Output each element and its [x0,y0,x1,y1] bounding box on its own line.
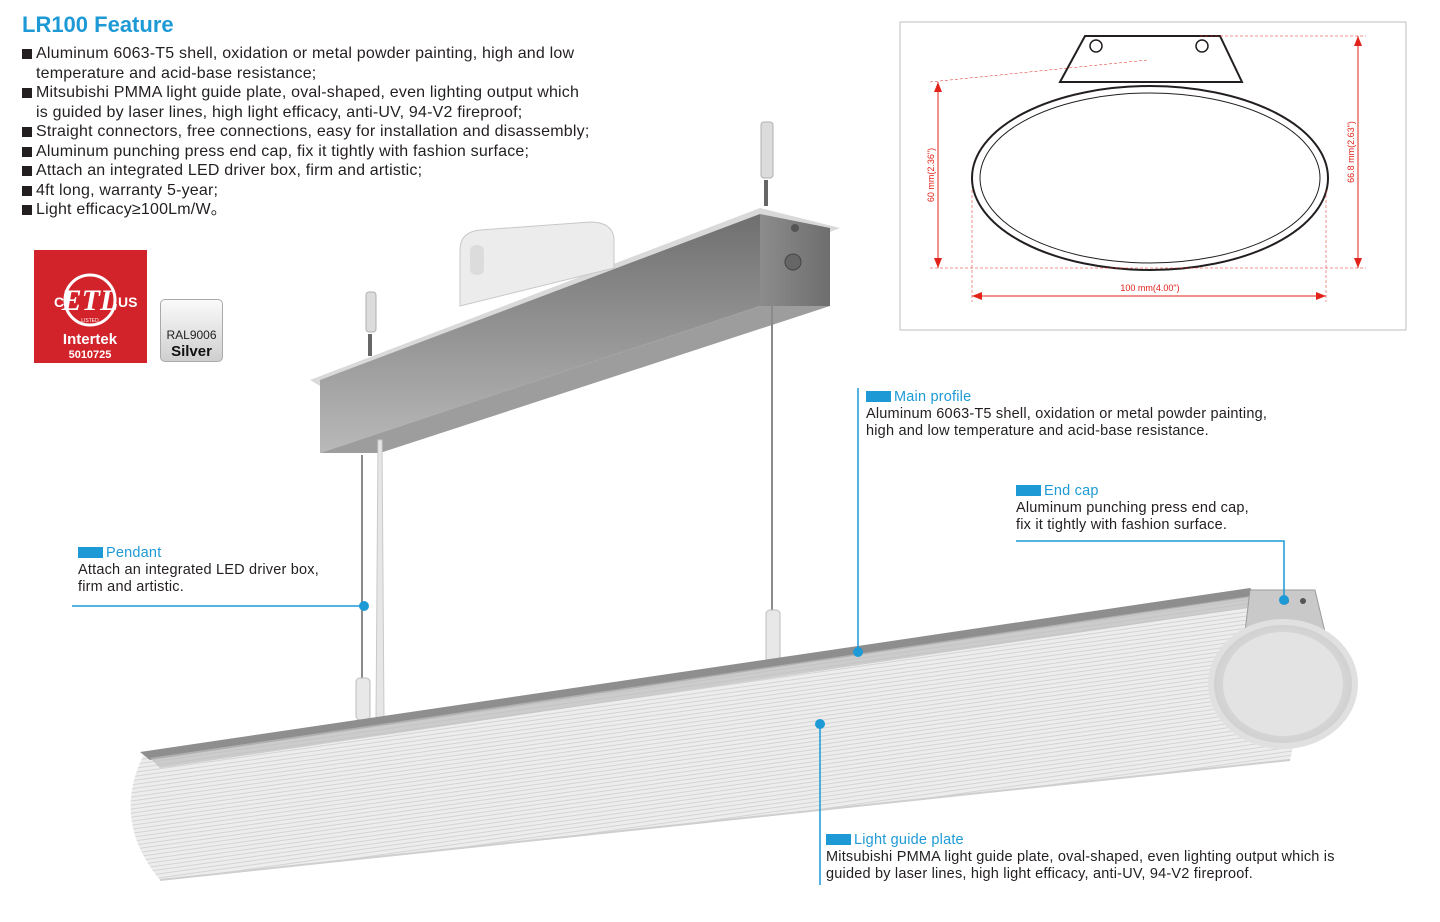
driver-box [459,221,615,307]
callout-text: firm and artistic. [78,579,184,595]
callout-title: Main profile [866,389,1267,406]
dimension-lens-height-label: 60 mm(2.36") [926,148,936,202]
page-title: LR100 Feature [22,12,174,37]
callout-text: fix it tightly with fashion surface. [1016,517,1228,533]
callout-text: Aluminum 6063-T5 shell, oxidation or met… [866,406,1268,422]
ral-code: RAL9006 [166,328,217,342]
feature-item: Attach an integrated LED driver box, fir… [22,161,589,181]
feature-item: Mitsubishi PMMA light guide plate, oval-… [22,83,589,122]
callout-title: Light guide plate [826,832,1335,849]
svg-text:LISTED: LISTED [81,318,99,324]
callout-title: End cap [1016,483,1249,500]
ral-name: Silver [171,343,212,360]
callout-leaders [72,388,1289,885]
ral-color-swatch: RAL9006 Silver [160,299,223,362]
svg-text:US: US [118,294,137,310]
callout-pendant: Pendant Attach an integrated LED driver … [78,545,319,596]
callout-light-guide-plate: Light guide plate Mitsubishi PMMA light … [826,832,1335,883]
callout-title: Pendant [78,545,319,562]
callout-main-profile: Main profile Aluminum 6063-T5 shell, oxi… [866,389,1267,440]
feature-item: Light efficacy≥100Lm/W。 [22,200,589,220]
callout-text: Mitsubishi PMMA light guide plate, oval-… [826,849,1335,865]
svg-text:C: C [54,294,64,310]
svg-text:ETL: ETL [61,284,119,317]
etl-certification-badge: ETL C US LISTED Intertek 5010725 [34,250,147,363]
end-cap [1208,589,1358,749]
feature-list: Aluminum 6063-T5 shell, oxidation or met… [22,44,589,220]
feature-item: Aluminum 6063-T5 shell, oxidation or met… [22,44,589,83]
dimension-width-label: 100 mm(4.00") [1120,283,1179,293]
svg-text:5010725: 5010725 [69,349,112,361]
wall-anchor-icon [365,121,774,356]
callout-text: Attach an integrated LED driver box, [78,562,319,578]
light-guide-tube [130,588,1320,881]
feature-item: 4ft long, warranty 5-year; [22,181,589,201]
ceiling-canopy [310,208,840,453]
svg-text:Intertek: Intertek [63,331,118,348]
feature-item: Straight connectors, free connections, e… [22,122,589,142]
callout-end-cap: End cap Aluminum punching press end cap,… [1016,483,1249,534]
etl-logo-icon: ETL C US LISTED Intertek 5010725 [54,273,137,361]
callout-text: Aluminum punching press end cap, [1016,500,1249,516]
callout-text: high and low temperature and acid-base r… [866,423,1209,439]
callout-text: guided by laser lines, high light effica… [826,866,1254,882]
feature-item: Aluminum punching press end cap, fix it … [22,142,589,162]
dimension-total-height-label: 66.8 mm(2.63") [1346,121,1356,183]
dimension-drawing: 100 mm(4.00") 60 mm(2.36") 66.8 mm(2.63"… [899,21,1407,331]
